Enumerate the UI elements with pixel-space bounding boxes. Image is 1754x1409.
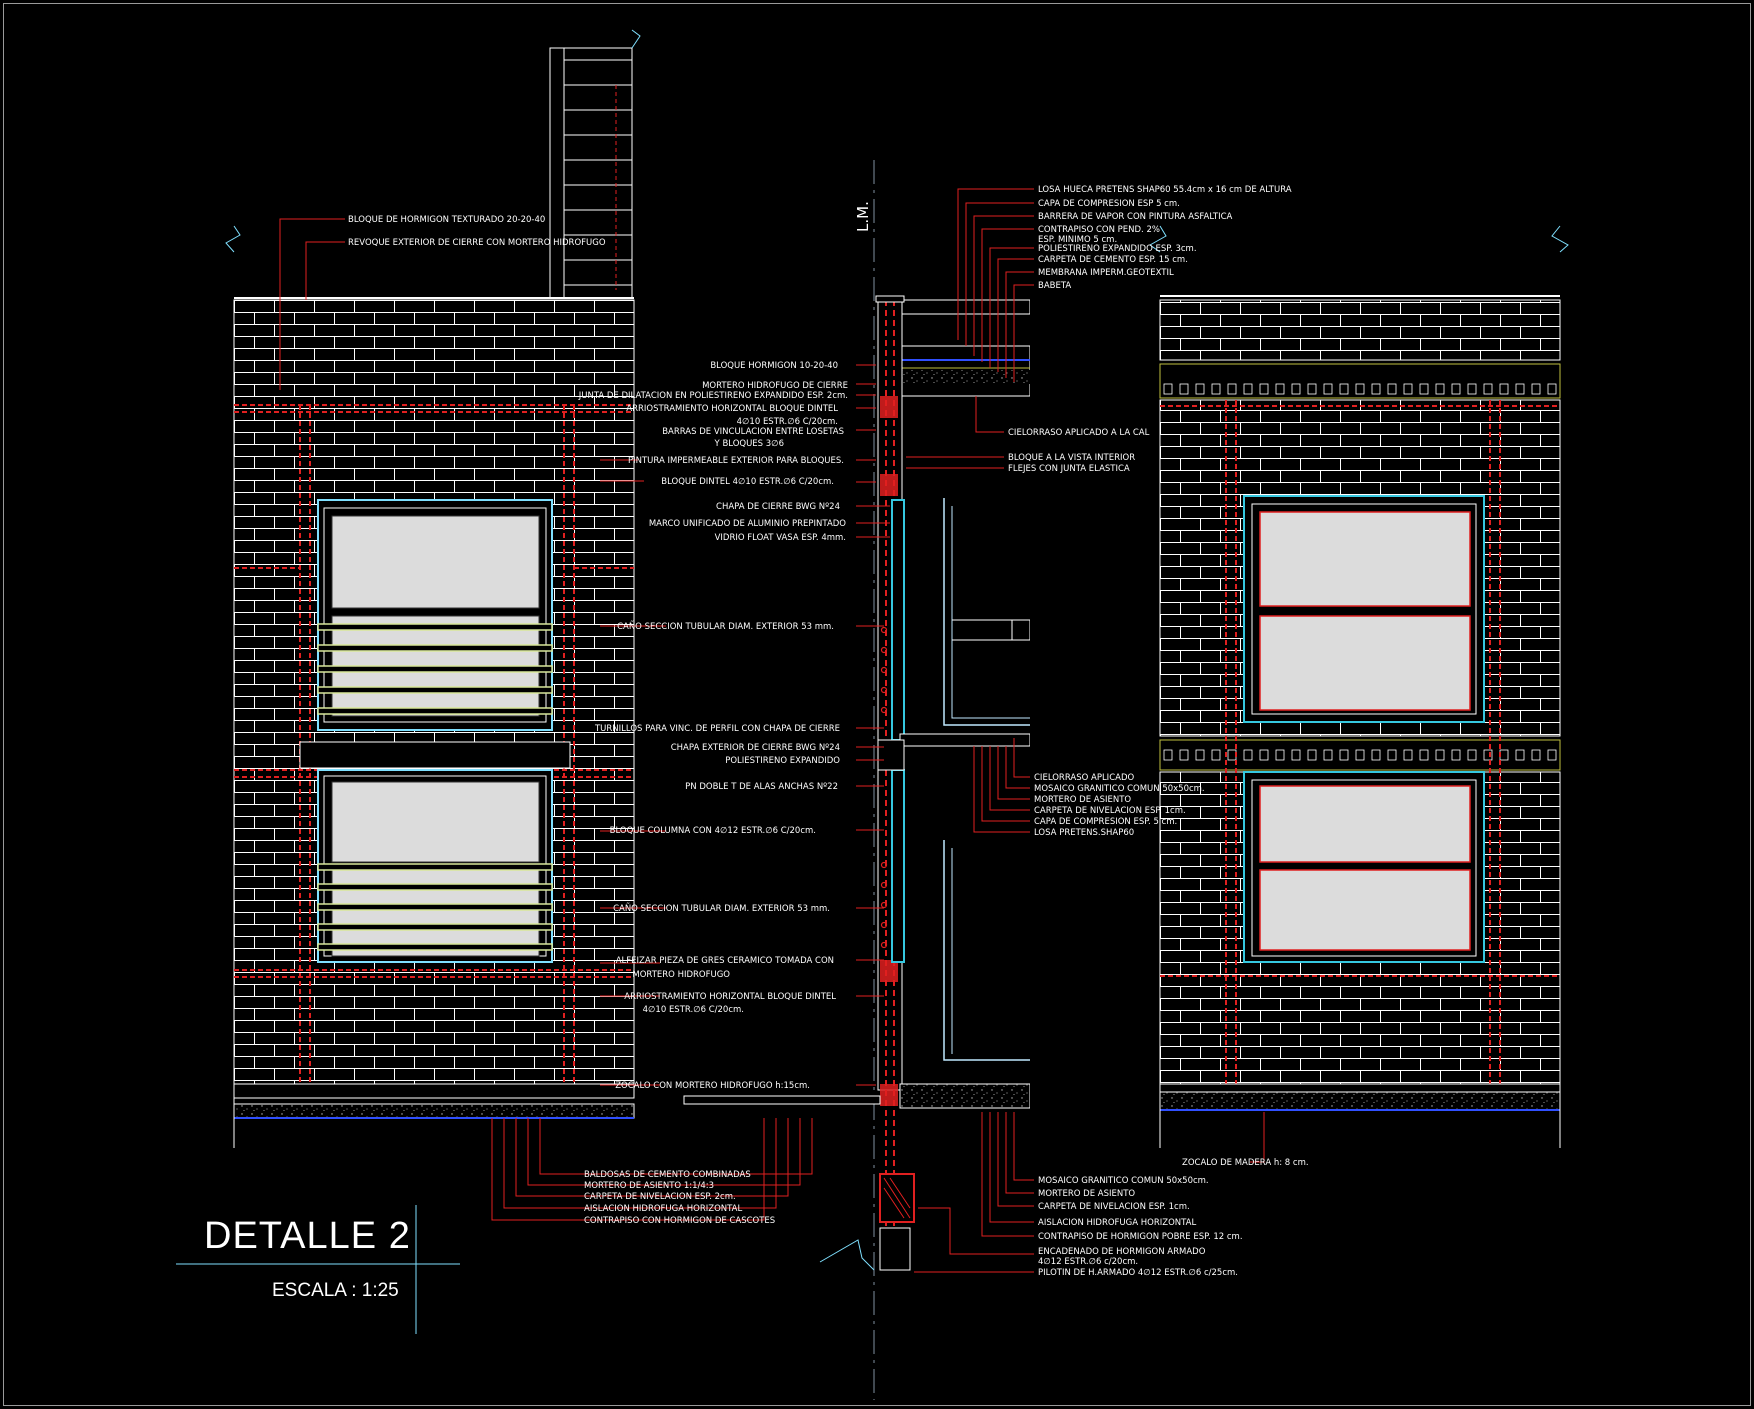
labels-section-right-label: CAPA DE COMPRESION ESP 5 cm. xyxy=(1038,199,1180,209)
labels-section-left-label: TURNILLOS PARA VINC. DE PERFIL CON CHAPA… xyxy=(594,724,840,734)
labels-section-left-label: ALFEIZAR PIEZA DE GRES CERAMICO TOMADA C… xyxy=(616,956,834,966)
labels-section-right-label: ESP. MINIMO 5 cm. xyxy=(1038,235,1117,245)
labels-section-left-label: BLOQUE DINTEL 4∅10 ESTR.∅6 C/20cm. xyxy=(661,477,834,487)
labels-section-right-label: LOSA HUECA PRETENS SHAP60 55.4cm x 16 cm… xyxy=(1038,185,1292,195)
labels-left-elevation-label: BLOQUE DE HORMIGON TEXTURADO 20-20-40 xyxy=(348,215,545,225)
labels-bottom-left-label: CONTRAPISO CON HORMIGON DE CASCOTES xyxy=(584,1216,775,1226)
labels-bottom-right-label: 4∅12 ESTR.∅6 c/20cm. xyxy=(1038,1257,1138,1267)
labels-section-left-label: MORTERO HIDROFUGO DE CIERRE xyxy=(702,381,848,391)
labels-section-left-label: BLOQUE COLUMNA CON 4∅12 ESTR.∅6 C/20cm. xyxy=(610,826,816,836)
labels-section-left-label: BLOQUE HORMIGON 10-20-40 xyxy=(710,361,838,371)
labels-bottom-right-label: ZOCALO DE MADERA h: 8 cm. xyxy=(1182,1158,1309,1168)
labels-bottom-right-label: AISLACION HIDROFUGA HORIZONTAL xyxy=(1038,1218,1196,1228)
labels-section-right-label: BARRERA DE VAPOR CON PINTURA ASFALTICA xyxy=(1038,212,1233,222)
labels-section-right-label: BLOQUE A LA VISTA INTERIOR xyxy=(1008,453,1135,463)
annotation-labels: BLOQUE DE HORMIGON TEXTURADO 20-20-40REV… xyxy=(348,185,1309,1278)
labels-section-right-label: BABETA xyxy=(1038,281,1071,291)
labels-section-right-label: CAPA DE COMPRESION ESP. 5 cm. xyxy=(1034,817,1177,827)
labels-section-left-label: MORTERO HIDROFUGO xyxy=(632,970,730,980)
labels-bottom-left-label: AISLACION HIDROFUGA HORIZONTAL xyxy=(584,1204,742,1214)
labels-section-left-label: MARCO UNIFICADO DE ALUMINIO PREPINTADO xyxy=(649,519,846,529)
labels-bottom-left-label: CARPETA DE NIVELACION ESP. 2cm. xyxy=(584,1192,736,1202)
labels-section-right-label: CIELORRASO APLICADO xyxy=(1034,773,1134,783)
labels-section-right-label: MORTERO DE ASIENTO xyxy=(1034,795,1131,805)
labels-section-right-label: FLEJES CON JUNTA ELASTICA xyxy=(1008,464,1130,474)
labels-section-left-label: CHAPA DE CIERRE BWG Nº24 xyxy=(716,502,840,512)
labels-bottom-right-label: MOSAICO GRANITICO COMUN 50x50cm. xyxy=(1038,1176,1209,1186)
labels-section-left-label: CAÑO SECCION TUBULAR DIAM. EXTERIOR 53 m… xyxy=(617,621,834,632)
title-block: DETALLE 2 ESCALA : 1:25 xyxy=(176,1205,460,1334)
drawing-scale: ESCALA : 1:25 xyxy=(272,1280,399,1301)
labels-bottom-right-label: CARPETA DE NIVELACION ESP. 1cm. xyxy=(1038,1202,1190,1212)
labels-section-left-label: POLIESTIRENO EXPANDIDO xyxy=(725,756,840,766)
right-elevation xyxy=(1149,225,1569,1148)
labels-section-left-label: BARRAS DE VINCULACION ENTRE LOSETAS xyxy=(662,427,844,437)
labels-section-right-label: CARPETA DE NIVELACION ESP. 1cm. xyxy=(1034,806,1186,816)
labels-section-right-label: LOSA PRETENS.SHAP60 xyxy=(1034,828,1134,838)
labels-section-right-label: CIELORRASO APLICADO A LA CAL xyxy=(1008,428,1150,438)
left-elevation xyxy=(225,29,641,1148)
labels-section-left-label: PINTURA IMPERMEABLE EXTERIOR PARA BLOQUE… xyxy=(628,456,844,466)
labels-section-left-label: ZOCALO CON MORTERO HIDROFUGO h:15cm. xyxy=(615,1081,810,1091)
labels-section-left-label: PN DOBLE T DE ALAS ANCHAS Nº22 xyxy=(685,782,838,792)
leader-lines xyxy=(279,188,1265,1273)
labels-section-left-label: Y BLOQUES 3∅6 xyxy=(714,439,784,449)
labels-section-left-label: CHAPA EXTERIOR DE CIERRE BWG Nº24 xyxy=(671,743,840,753)
labels-section-left-label: ARRIOSTRAMIENTO HORIZONTAL BLOQUE DINTEL xyxy=(626,404,838,414)
labels-section-left-label: ARRIOSTRAMIENTO HORIZONTAL BLOQUE DINTEL xyxy=(624,992,836,1002)
labels-bottom-right-label: CONTRAPISO DE HORMIGON POBRE ESP. 12 cm. xyxy=(1038,1232,1243,1242)
drawing-title: DETALLE 2 xyxy=(204,1215,411,1257)
labels-bottom-right-label: ENCADENADO DE HORMIGON ARMADO xyxy=(1038,1247,1206,1257)
labels-left-elevation-label: REVOQUE EXTERIOR DE CIERRE CON MORTERO H… xyxy=(348,238,606,248)
labels-section-left-label: VIDRIO FLOAT VASA ESP. 4mm. xyxy=(715,533,846,543)
labels-section-right-label: POLIESTIRENO EXPANDIDO ESP. 3cm. xyxy=(1038,244,1197,254)
labels-section-left-label: 4∅10 ESTR.∅6 C/20cm. xyxy=(737,417,838,427)
lm-label: L.M. xyxy=(854,201,872,232)
labels-bottom-right-label: MORTERO DE ASIENTO xyxy=(1038,1189,1135,1199)
labels-bottom-left-label: BALDOSAS DE CEMENTO COMBINADAS xyxy=(584,1170,751,1180)
labels-bottom-right-label: PILOTIN DE H.ARMADO 4∅12 ESTR.∅6 c/25cm. xyxy=(1038,1268,1238,1278)
frame-border xyxy=(3,3,1751,1406)
wall-section xyxy=(683,150,1160,1400)
labels-section-left-label: 4∅10 ESTR.∅6 C/20cm. xyxy=(643,1005,744,1015)
labels-section-right-label: MOSAICO GRANITICO COMUN 50x50cm. xyxy=(1034,784,1205,794)
labels-section-right-label: CARPETA DE CEMENTO ESP. 15 cm. xyxy=(1038,255,1188,265)
labels-section-right-label: MEMBRANA IMPERM.GEOTEXTIL xyxy=(1038,268,1174,278)
labels-section-left-label: CAÑO SECCION TUBULAR DIAM. EXTERIOR 53 m… xyxy=(613,903,830,914)
labels-section-left-label: JUNTA DE DILATACION EN POLIESTIRENO EXPA… xyxy=(578,391,848,401)
labels-section-right-label: CONTRAPISO CON PEND. 2% xyxy=(1038,225,1160,235)
labels-bottom-left-label: MORTERO DE ASIENTO 1:1/4:3 xyxy=(584,1181,714,1191)
